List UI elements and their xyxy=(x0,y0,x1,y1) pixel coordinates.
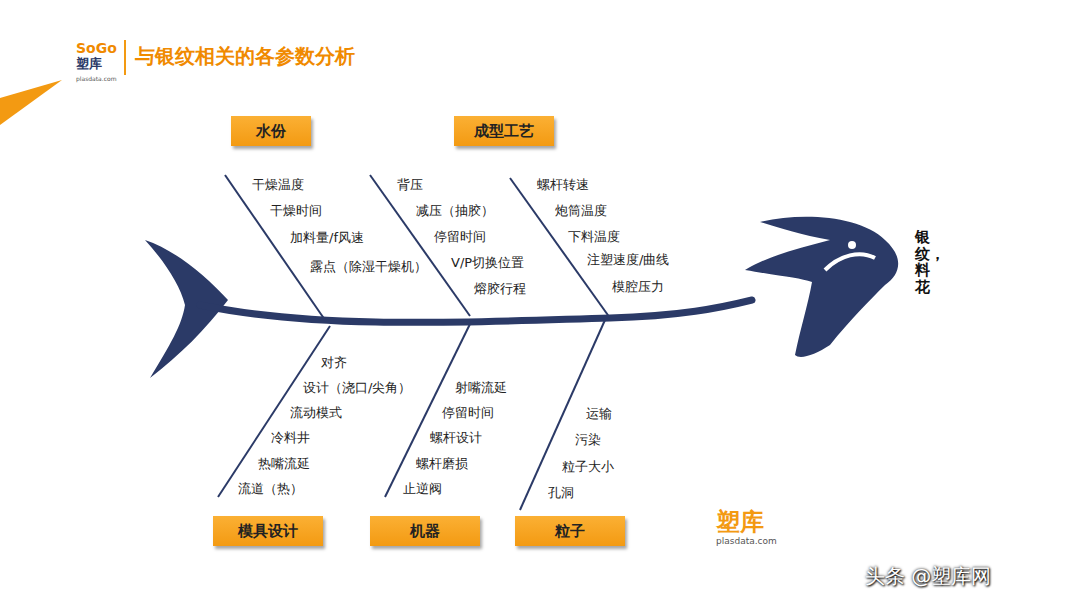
category-label: 机器 xyxy=(410,522,440,541)
watermark: 头条 @塑库网 xyxy=(865,564,991,588)
cause-item: 停留时间 xyxy=(442,405,494,421)
corner-accent xyxy=(0,80,62,125)
cause-item: 对齐 xyxy=(321,355,347,371)
cause-item: 流动模式 xyxy=(290,405,342,421)
fish-spine xyxy=(200,300,752,322)
page-title: 与银纹相关的各参数分析 xyxy=(135,44,355,68)
logo-text: 塑库 xyxy=(716,508,764,537)
cause-item: 背压 xyxy=(397,177,423,193)
cause-item: V/P切换位置 xyxy=(451,255,524,271)
cause-item: 污染 xyxy=(575,432,601,448)
logo-text: 塑库 xyxy=(76,56,102,72)
cause-item: 冷料井 xyxy=(271,430,310,446)
cause-item: 设计（浇口/尖角） xyxy=(303,380,411,396)
cause-item: 停留时间 xyxy=(434,229,486,245)
fish-bones xyxy=(218,175,610,510)
cause-item: 干燥时间 xyxy=(270,203,322,219)
cause-item: 下料温度 xyxy=(568,229,620,245)
cause-item: 热嘴流延 xyxy=(258,456,310,472)
category-box: 模具设计 xyxy=(213,516,323,546)
fish-eye xyxy=(848,241,856,249)
cause-item: 螺杆设计 xyxy=(430,430,482,446)
category-box: 机器 xyxy=(370,516,480,546)
category-label: 粒子 xyxy=(555,522,585,541)
cause-item: 熔胶行程 xyxy=(474,281,526,297)
category-box: 成型工艺 xyxy=(454,116,554,146)
cause-item: 注塑速度/曲线 xyxy=(587,252,669,268)
logo-url: plasdata.com xyxy=(716,536,777,547)
cause-item: 减压（抽胶） xyxy=(416,203,494,219)
logo-divider xyxy=(124,40,126,75)
cause-item: 干燥温度 xyxy=(252,177,304,193)
effect-label: 银纹，料花 xyxy=(915,229,930,295)
logo-text: SoGo xyxy=(76,40,117,57)
logo-url: plasdata.com xyxy=(76,75,117,82)
category-box: 粒子 xyxy=(515,516,625,546)
cause-item: 止逆阀 xyxy=(403,481,442,497)
cause-item: 模腔压力 xyxy=(612,279,664,295)
cause-item: 加料量/f风速 xyxy=(290,230,364,246)
cause-item: 螺杆转速 xyxy=(537,177,589,193)
cause-item: 运输 xyxy=(586,406,612,422)
cause-item: 孔洞 xyxy=(548,485,574,501)
category-box: 水份 xyxy=(231,116,311,146)
fish-head xyxy=(745,217,898,357)
category-label: 水份 xyxy=(256,122,286,141)
fish-gill xyxy=(825,254,875,270)
cause-item: 射嘴流延 xyxy=(455,380,507,396)
cause-item: 粒子大小 xyxy=(562,459,614,475)
category-label: 成型工艺 xyxy=(474,122,534,141)
cause-item: 螺杆磨损 xyxy=(416,456,468,472)
cause-item: 露点（除湿干燥机） xyxy=(310,259,427,275)
category-label: 模具设计 xyxy=(238,522,298,541)
cause-item: 流道（热） xyxy=(238,481,303,497)
cause-item: 炮筒温度 xyxy=(555,203,607,219)
